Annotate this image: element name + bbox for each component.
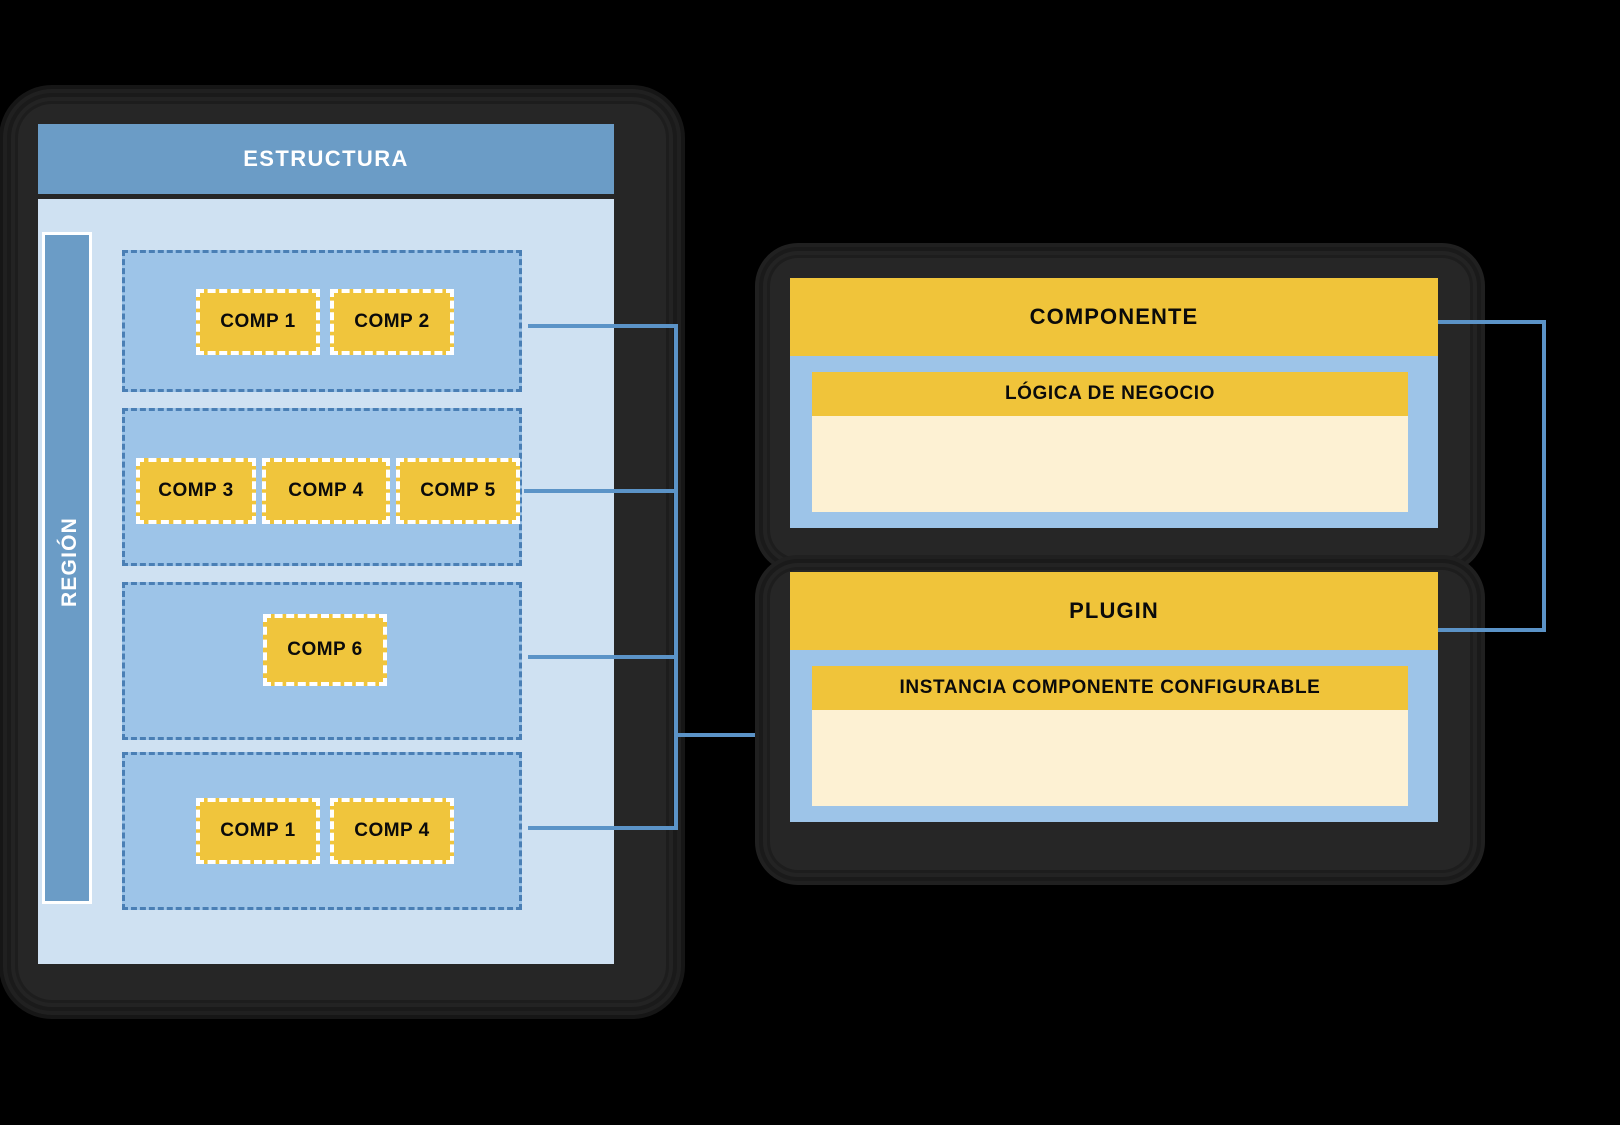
connector-line-2 (524, 489, 678, 493)
component-box[interactable]: COMP 2 (330, 289, 454, 355)
estructura-title: ESTRUCTURA (243, 146, 409, 171)
logica-de-negocio-title: LÓGICA DE NEGOCIO (812, 372, 1408, 416)
right-bracket-trunk (1542, 320, 1546, 632)
group-4 (122, 752, 522, 910)
component-box[interactable]: COMP 6 (263, 614, 387, 686)
connector-bridge (674, 733, 798, 737)
component-box[interactable]: COMP 3 (136, 458, 256, 524)
region-label: REGIÓN (58, 516, 81, 608)
region-bar: REGIÓN (42, 232, 92, 904)
component-box[interactable]: COMP 4 (262, 458, 390, 524)
componente-title: COMPONENTE (790, 278, 1438, 356)
component-box[interactable]: COMP 5 (396, 458, 520, 524)
connector-line-3 (528, 655, 678, 659)
right-bracket-bottom (1438, 628, 1546, 632)
component-box[interactable]: COMP 4 (330, 798, 454, 864)
plugin-content-area (812, 710, 1408, 806)
connector-line-1 (528, 324, 678, 328)
estructura-title-bar: ESTRUCTURA (38, 124, 614, 194)
instancia-componente-configurable-title: INSTANCIA COMPONENTE CONFIGURABLE (812, 666, 1408, 710)
plugin-title: PLUGIN (790, 572, 1438, 650)
component-box[interactable]: COMP 1 (196, 798, 320, 864)
connector-trunk (674, 324, 678, 830)
connector-line-4 (528, 826, 678, 830)
componente-content-area (812, 416, 1408, 512)
component-box[interactable]: COMP 1 (196, 289, 320, 355)
right-bracket-top (1438, 320, 1546, 324)
group-1 (122, 250, 522, 392)
